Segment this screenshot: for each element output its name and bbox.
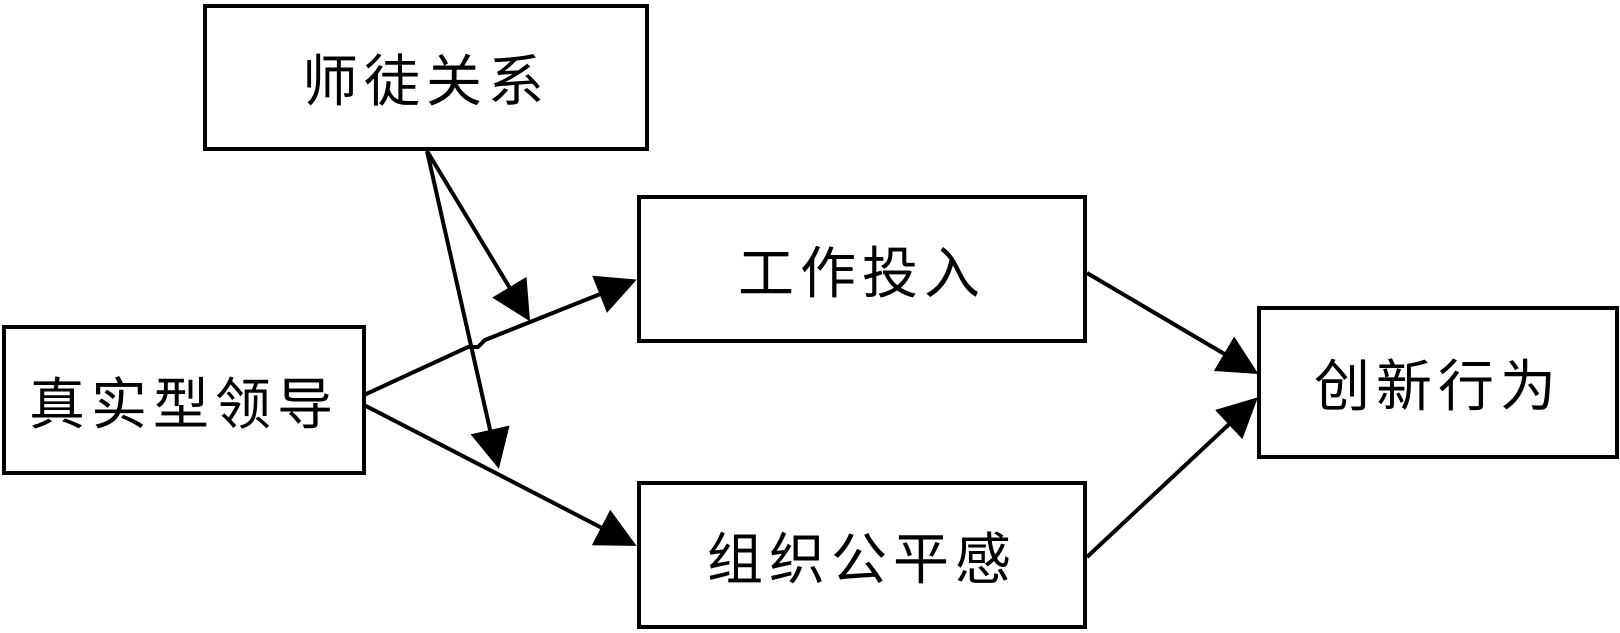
edge-work-to-innovation bbox=[1085, 271, 1259, 375]
edge-mentor-to-work-path bbox=[425, 149, 531, 322]
edge-mentor-to-justice-path bbox=[425, 150, 510, 469]
node-organizational-justice: 组织公平感 bbox=[637, 481, 1087, 629]
node-innovative-behavior: 创新行为 bbox=[1257, 306, 1619, 459]
node-justice-label: 组织公平感 bbox=[707, 527, 1017, 593]
node-authentic-leadership: 真实型领导 bbox=[2, 325, 366, 475]
node-work-engagement: 工作投入 bbox=[637, 195, 1087, 343]
node-mentor-relationship: 师徒关系 bbox=[203, 4, 649, 151]
edge-leader-to-justice bbox=[363, 403, 637, 546]
node-mentor-label: 师徒关系 bbox=[302, 50, 550, 115]
node-leader-label: 真实型领导 bbox=[29, 372, 339, 438]
edge-justice-to-innovation bbox=[1085, 397, 1258, 559]
node-work-label: 工作投入 bbox=[738, 241, 986, 307]
edge-leader-to-work bbox=[363, 275, 637, 397]
node-innovation-label: 创新行为 bbox=[1314, 355, 1562, 420]
